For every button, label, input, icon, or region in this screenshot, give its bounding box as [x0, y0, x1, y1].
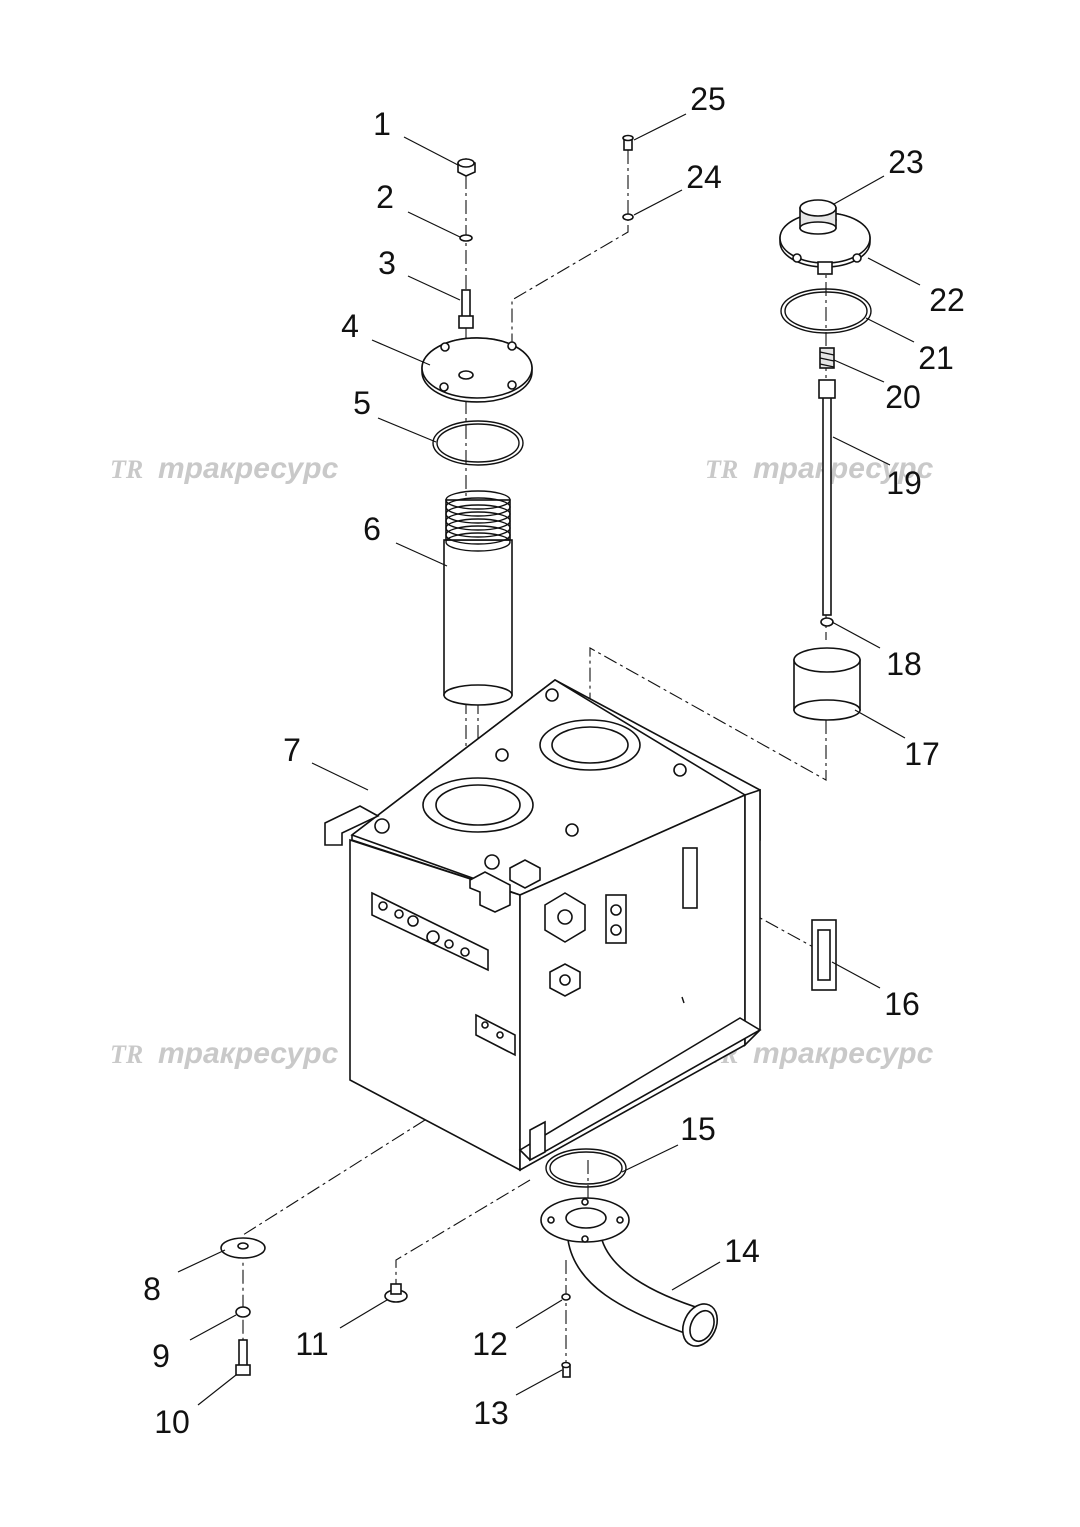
watermark-text: тракресурс: [158, 452, 339, 485]
callout-24: 24: [686, 159, 722, 195]
part-10-bolt: [235, 1339, 251, 1376]
part-13-bolt: [561, 1361, 571, 1378]
callout-6: 6: [363, 511, 381, 547]
part-7-tank: [324, 679, 762, 1172]
callout-22: 22: [929, 282, 965, 318]
watermark-text: тракресурс: [753, 452, 934, 485]
callout-17: 17: [904, 736, 940, 772]
callout-labels: 1 2 3 4 5 6 7 8 9 10 11 12 13 14 15 16 1…: [143, 81, 965, 1440]
callout-7: 7: [283, 732, 301, 768]
watermark-top-right: TR тракресурс: [705, 452, 934, 485]
part-23-cap: [799, 199, 837, 235]
callout-12: 12: [472, 1326, 508, 1362]
callout-11: 11: [295, 1326, 328, 1362]
part-17-breather-filter: [793, 647, 861, 721]
part-25-bolt: [622, 134, 634, 151]
watermark-logo: TR: [110, 455, 143, 484]
part-8-pad: [220, 1237, 266, 1259]
watermark-top-left: TR тракресурс: [110, 452, 339, 485]
part-3-stud: [458, 289, 474, 329]
callout-5: 5: [353, 385, 371, 421]
callout-8: 8: [143, 1271, 161, 1307]
watermark-text: тракресурс: [753, 1037, 934, 1070]
callout-2: 2: [376, 179, 394, 215]
callout-25: 25: [690, 81, 726, 117]
part-19-rod: [818, 379, 836, 616]
part-4-cover-plate: [421, 337, 533, 403]
callout-18: 18: [886, 646, 922, 682]
callout-3: 3: [378, 245, 396, 281]
callout-19: 19: [886, 465, 922, 501]
callout-16: 16: [884, 986, 920, 1022]
watermark-bottom-left: TR тракресурс: [110, 1037, 339, 1070]
part-16-level-gauge: [811, 919, 837, 991]
part-12-washer: [561, 1293, 571, 1301]
callout-20: 20: [885, 379, 921, 415]
part-2-washer: [459, 234, 473, 242]
callout-1: 1: [373, 106, 391, 142]
callout-14: 14: [724, 1233, 760, 1269]
callout-10: 10: [154, 1404, 190, 1440]
part-14-suction-elbow: [540, 1197, 719, 1347]
callout-15: 15: [680, 1111, 716, 1147]
part-21-o-ring: [780, 288, 872, 334]
callout-23: 23: [888, 144, 924, 180]
callout-21: 21: [918, 340, 954, 376]
part-5-o-ring: [432, 420, 524, 466]
part-24-washer: [622, 213, 634, 221]
part-18-clip: [820, 617, 834, 627]
watermark-logo: TR: [705, 455, 738, 484]
watermark-logo: TR: [110, 1040, 143, 1069]
part-15-o-ring: [545, 1148, 627, 1188]
part-6-filter-element: [443, 490, 513, 706]
callout-4: 4: [341, 308, 359, 344]
callout-9: 9: [152, 1338, 170, 1374]
part-1-nut: [457, 158, 476, 177]
leader-lines: [177, 113, 921, 1406]
part-20-spring: [819, 347, 835, 369]
watermark-text: тракресурс: [158, 1037, 339, 1070]
part-9-washer: [235, 1306, 251, 1318]
part-11-plug: [384, 1283, 408, 1303]
watermark-bottom-right: TR тракресурс: [705, 1037, 934, 1070]
callout-13: 13: [473, 1395, 509, 1431]
